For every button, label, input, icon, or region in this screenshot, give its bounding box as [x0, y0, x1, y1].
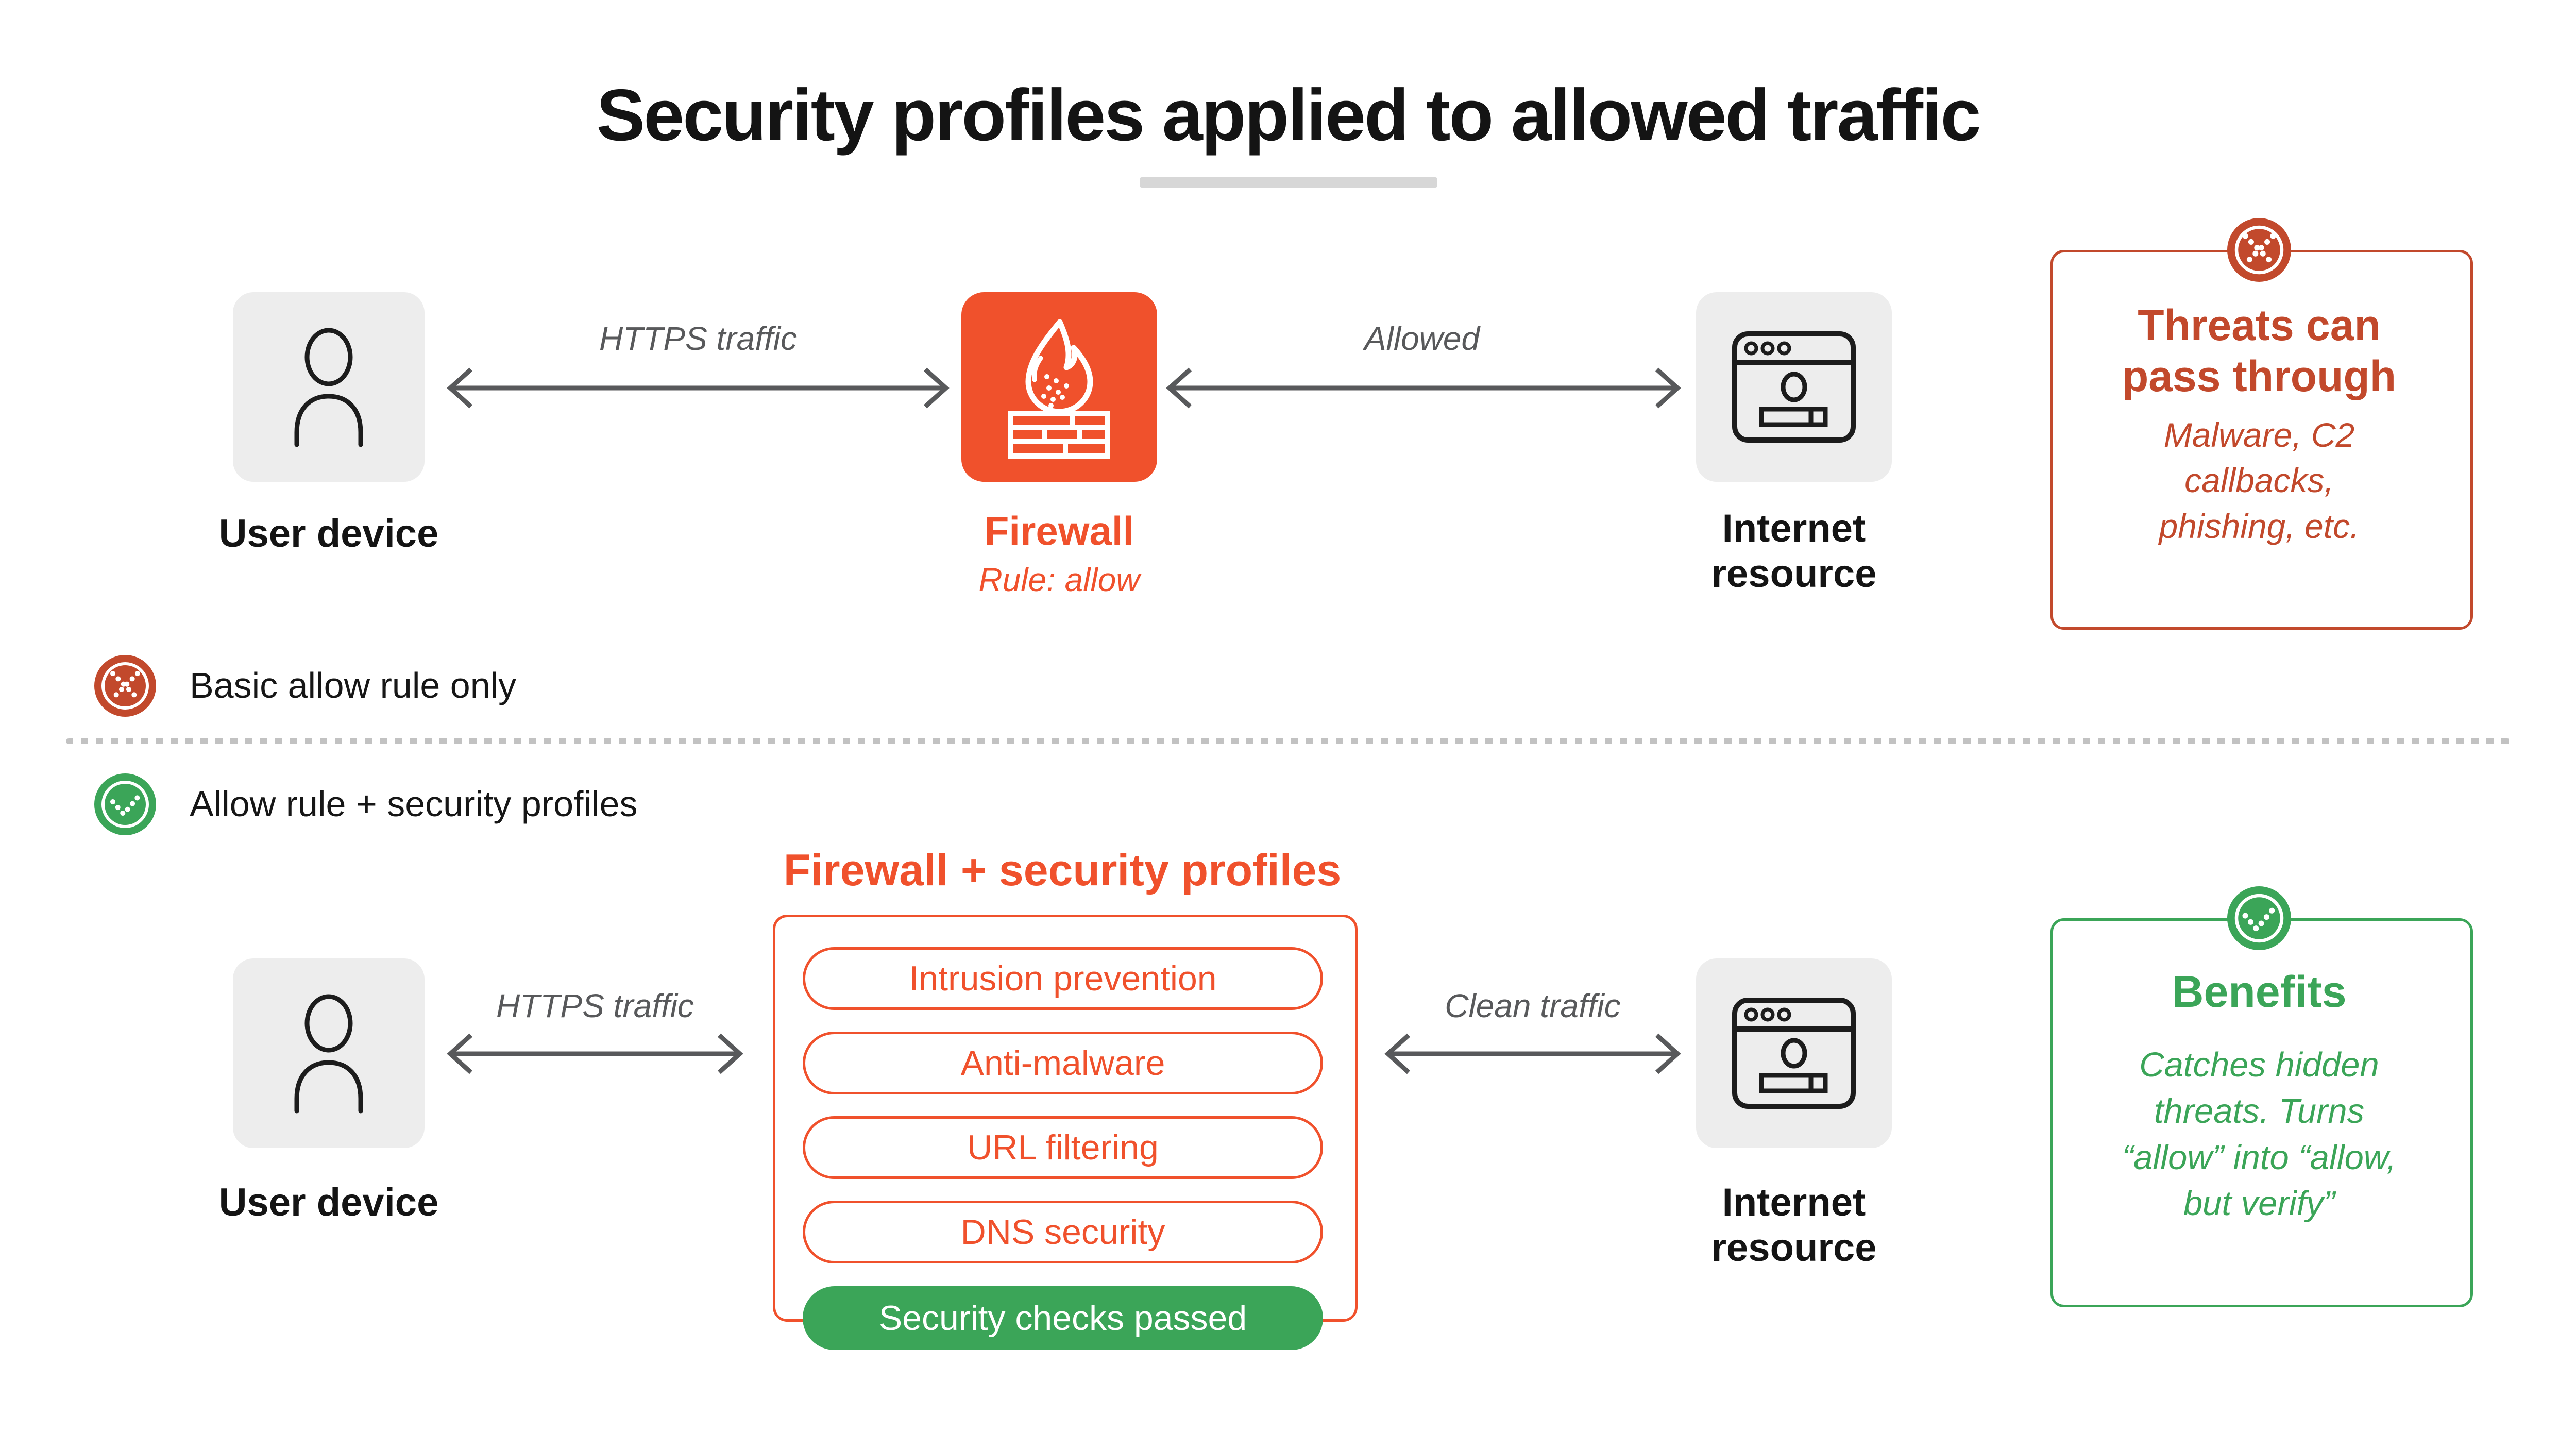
user-icon [294, 328, 363, 447]
page-title: Security profiles applied to allowed tra… [596, 74, 1981, 156]
internet-resource-node-top [1696, 292, 1892, 482]
pill-intrusion-prevention: Intrusion prevention [803, 947, 1323, 1010]
internet-label-line1: Internet [1722, 1181, 1866, 1224]
https-traffic-label-bottom: HTTPS traffic [496, 987, 694, 1024]
section-divider [66, 738, 2510, 744]
internet-label-line2: resource [1711, 1226, 1877, 1270]
threats-title-line2: pass through [2122, 352, 2396, 401]
benefits-body-line2: threats. Turns [2154, 1091, 2365, 1131]
bidirectional-arrow-https-bottom [447, 1033, 743, 1074]
user-icon [294, 994, 363, 1114]
pill-anti-malware: Anti-malware [803, 1032, 1323, 1094]
browser-icon [1732, 998, 1856, 1109]
security-checks-passed-badge: Security checks passed [803, 1286, 1323, 1350]
threats-card-title: Threats can pass through [2063, 300, 2455, 402]
benefits-card-title: Benefits [2172, 967, 2347, 1017]
browser-icon [1732, 331, 1856, 443]
threats-card [2050, 250, 2473, 630]
legend-check-icon [94, 773, 156, 835]
profiles-box-title: Firewall + security profiles [783, 846, 1342, 895]
threats-body-line1: Malware, C2 [2163, 416, 2355, 454]
allowed-label: Allowed [1364, 320, 1480, 357]
firewall-label: Firewall [984, 508, 1134, 553]
firewall-node [961, 292, 1157, 482]
pill-url-filtering: URL filtering [803, 1116, 1323, 1179]
pill-dns-security: DNS security [803, 1201, 1323, 1263]
legend-good-label: Allow rule + security profiles [190, 784, 638, 824]
bidirectional-arrow-clean [1384, 1033, 1681, 1074]
internet-resource-node-bottom [1696, 958, 1892, 1148]
clean-traffic-label: Clean traffic [1445, 987, 1621, 1024]
user-device-node-bottom [233, 958, 425, 1148]
legend-bad-label: Basic allow rule only [190, 665, 517, 705]
threats-title-line1: Threats can [2138, 301, 2381, 349]
firewall-icon [1008, 319, 1110, 459]
user-device-label-bottom: User device [218, 1181, 439, 1224]
benefits-card [2050, 918, 2473, 1307]
threats-card-body: Malware, C2 callbacks, phishing, etc. [2105, 412, 2414, 549]
bidirectional-arrow-https-top [447, 367, 950, 409]
legend-x-icon [94, 655, 156, 717]
internet-resource-label-top: Internet resource [1686, 506, 1902, 597]
user-device-node-top [233, 292, 425, 482]
brick-wall [1008, 411, 1110, 459]
firewall-rule-label: Rule: allow [978, 561, 1140, 598]
internet-label-line2: resource [1711, 552, 1877, 596]
bidirectional-arrow-allowed [1166, 367, 1681, 409]
threats-body-line2: callbacks, [2184, 461, 2334, 500]
benefits-body-line1: Catches hidden [2139, 1046, 2379, 1084]
https-traffic-label-top: HTTPS traffic [599, 320, 798, 357]
internet-resource-label-bottom: Internet resource [1686, 1180, 1902, 1271]
benefits-card-body: Catches hidden threats. Turns “allow” in… [2099, 1042, 2419, 1227]
threats-body-line3: phishing, etc. [2159, 507, 2360, 545]
internet-label-line1: Internet [1722, 507, 1866, 550]
benefits-body-line4: but verify” [2183, 1184, 2335, 1223]
flame-speckles [1041, 374, 1069, 408]
verified-check-icon [2227, 886, 2291, 950]
benefits-body-line3: “allow” into “allow, [2122, 1138, 2397, 1177]
blocked-x-icon [2227, 218, 2291, 282]
title-underline [1140, 177, 1437, 188]
user-device-label-top: User device [218, 512, 439, 555]
